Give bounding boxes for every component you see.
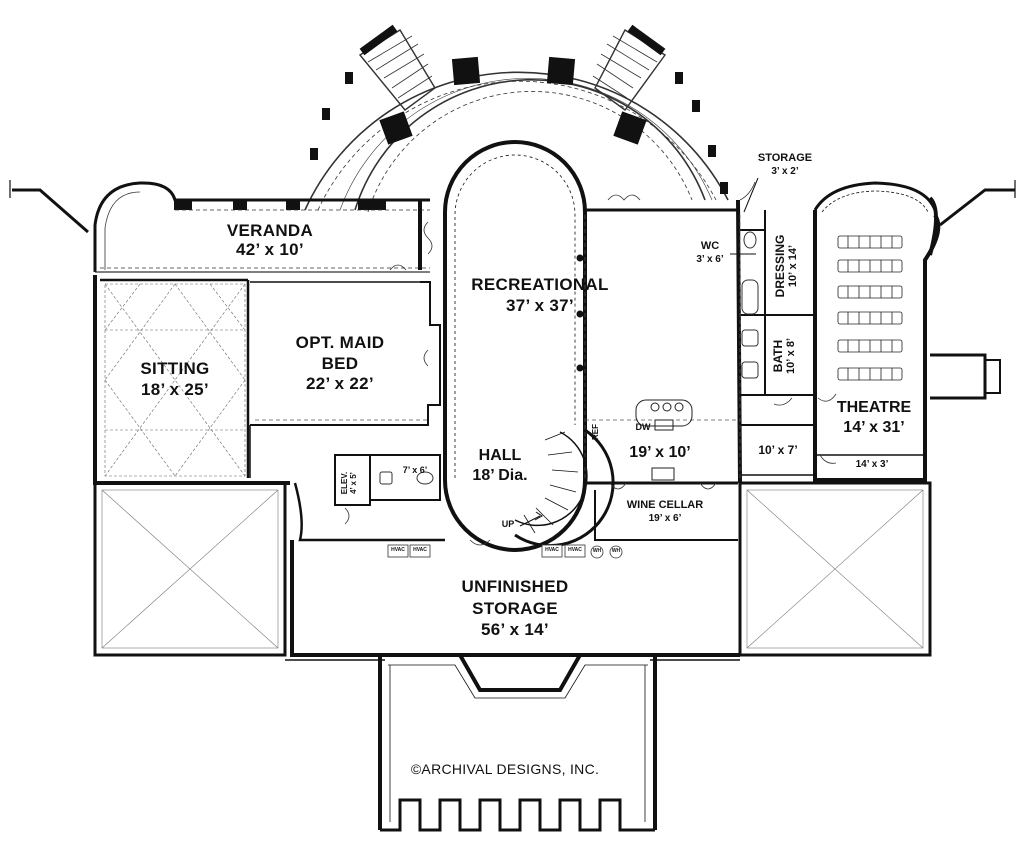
terrace-stairs (358, 24, 667, 111)
veranda-name: VERANDA (226, 221, 314, 240)
veranda-outline (93, 181, 430, 273)
sitting-dim: 18’ x 25’ (141, 379, 209, 399)
dressing-label: DRESSING 10’ x 14’ (773, 224, 806, 308)
theatre-label: THEATRE 14’ x 31’ (822, 399, 926, 436)
elevator-label: ELEV. 4’ x 5’ (340, 456, 363, 510)
maid-bed-label: OPT. MAID BED 22’ x 22’ (280, 333, 400, 394)
rec-columns (576, 254, 584, 372)
unfinished-name-2: STORAGE (472, 598, 558, 618)
wine-cellar-name: WINE CELLAR (626, 499, 704, 511)
kitchen-island (635, 399, 693, 481)
kitchen-dim: 19’ x 10’ (629, 444, 691, 461)
recreational-label: RECREATIONAL 37’ x 37’ (455, 275, 625, 315)
hall-stair (514, 428, 615, 548)
terrace-columns (174, 56, 728, 210)
sitting-name: SITTING (140, 359, 210, 378)
bath-dim: 10’ x 8’ (785, 337, 798, 375)
sitting-label: SITTING 18’ x 25’ (120, 359, 230, 399)
storage-small-dim: 3’ x 2’ (771, 166, 799, 178)
dressing-name: DRESSING (773, 234, 787, 298)
recreational-dim: 37’ x 37’ (506, 295, 574, 315)
maid-dim: 22’ x 22’ (306, 374, 374, 394)
recreational-name: RECREATIONAL (471, 275, 609, 294)
veranda-dim: 42’ x 10’ (236, 239, 304, 259)
wine-cellar-label: WINE CELLAR 19’ x 6’ (605, 499, 725, 524)
hvac-label-4: HVAC (568, 547, 582, 553)
wc-leader-line (730, 253, 756, 255)
ref-label: REF (591, 424, 600, 440)
maid-name-1: OPT. MAID (295, 333, 385, 352)
bath-label: BATH 10’ x 8’ (771, 326, 804, 386)
hall-dim: 18’ Dia. (472, 466, 528, 484)
hvac-label-3: HVAC (545, 547, 559, 553)
interior-walls (100, 208, 925, 542)
water-heater-label-2: WH (611, 548, 621, 554)
theatre-name: THEATRE (836, 399, 912, 416)
stair-up-label: UP (501, 519, 515, 529)
unfinished-name: UNFINISHED (461, 577, 569, 596)
mechanical-units (387, 544, 623, 559)
water-heater-label-1: WH (592, 548, 602, 554)
hvac-label-1: HVAC (391, 547, 405, 553)
unfinished-dim: 56’ x 14’ (481, 620, 549, 640)
hall-name: HALL (478, 447, 522, 464)
closet-10x7-dim: 10’ x 7’ (758, 443, 798, 457)
theatre-dim: 14’ x 31’ (843, 418, 905, 436)
dressing-dim: 10’ x 14’ (787, 244, 800, 288)
elevator-dim: 4’ x 5’ (348, 472, 358, 494)
theatre-roof (813, 181, 937, 213)
dishwasher-label: DW (635, 422, 651, 432)
hvac-label-2: HVAC (413, 547, 427, 553)
sitting-pattern (104, 283, 246, 477)
doors (344, 181, 837, 546)
wc-dim: 3’ x 6’ (696, 254, 724, 266)
site-lines (12, 188, 1015, 234)
storage-small-name: STORAGE (757, 152, 813, 164)
veranda-label: VERANDA 42’ x 10’ (210, 221, 330, 259)
theatre-seats (837, 235, 903, 381)
maid-name-2: BED (321, 353, 359, 373)
bath-fixtures (379, 231, 759, 485)
storage-leader-line (743, 177, 759, 213)
powder-room-dim: 7’ x 6’ (402, 465, 428, 475)
lower-structures (93, 481, 932, 832)
bath-name: BATH (771, 339, 785, 373)
closet-14x3-dim: 14’ x 3’ (855, 459, 889, 470)
terrace-arcs (304, 71, 729, 213)
copyright-notice: ©ARCHIVAL DESIGNS, INC. (410, 761, 600, 777)
wc-name: WC (700, 240, 720, 252)
storage-small-label: STORAGE 3’ x 2’ (745, 152, 825, 177)
unfinished-storage-label: UNFINISHED STORAGE 56’ x 14’ (440, 577, 590, 640)
hall-label: HALL 18’ Dia. (455, 447, 545, 484)
wc-label: WC 3’ x 6’ (690, 240, 730, 265)
recreational-oval (443, 140, 587, 552)
wine-cellar-dim: 19’ x 6’ (648, 513, 682, 525)
